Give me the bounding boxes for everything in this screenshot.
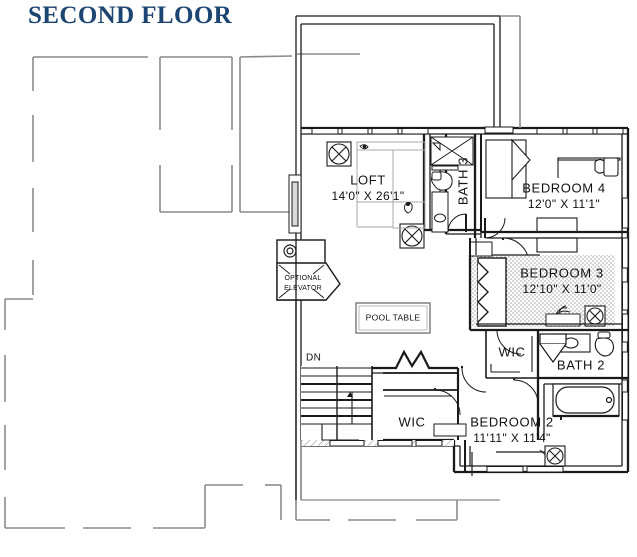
- room-label-bedroom4: BEDROOM 4: [522, 180, 605, 195]
- landing-niche: [372, 349, 487, 393]
- windows-right: [622, 197, 629, 421]
- stairs-down: [301, 366, 383, 441]
- annotation-optional-elevator-line1: OPTIONAL: [285, 275, 322, 282]
- room-label-wic-lower: WIC: [398, 414, 425, 429]
- room-label-bedroom3: BEDROOM 3: [520, 265, 603, 280]
- wic-lower-room: [370, 372, 467, 440]
- room-dim-bedroom4: 12'0" X 11'1": [528, 197, 600, 211]
- optional-elevator: [276, 239, 341, 301]
- bedroom3-room: [468, 241, 628, 355]
- windows-top: [311, 126, 624, 135]
- loft-room: [288, 134, 446, 249]
- room-dim-bedroom3: 12'10" X 11'0": [522, 282, 601, 296]
- ceiling-fan-icon-3: [584, 305, 606, 327]
- room-label-bedroom2: BEDROOM 2: [470, 414, 553, 429]
- windows-bottom: [329, 440, 564, 473]
- pool-table: [355, 302, 431, 334]
- ceiling-fan-icon-4: [544, 445, 566, 467]
- page-title: SECOND FLOOR: [28, 2, 233, 29]
- annotation-pool-table: POOL TABLE: [366, 312, 421, 322]
- floor-below-outline: [4, 53, 360, 529]
- room-label-wic-upper: WIC: [498, 344, 525, 359]
- floor-below-outline-lower: [280, 15, 521, 521]
- annotation-stairs-down: DN: [306, 353, 321, 364]
- room-dim-bedroom2: 11'11" X 11'4": [473, 431, 550, 445]
- bedroom2-room: [464, 440, 566, 476]
- annotation-optional-elevator-line2: ELEVATOR: [284, 285, 322, 292]
- room-label-loft: LOFT: [350, 172, 386, 187]
- ceiling-fan-icon: [326, 141, 352, 167]
- room-label-bath3: BATH 3: [455, 157, 470, 205]
- wic-upper-room: [485, 330, 540, 379]
- room-dim-loft: 14'0" X 26'1": [331, 189, 404, 203]
- interior-partitions: [300, 233, 500, 501]
- bath2-room: [513, 331, 628, 440]
- room-label-bath2: BATH 2: [557, 357, 605, 372]
